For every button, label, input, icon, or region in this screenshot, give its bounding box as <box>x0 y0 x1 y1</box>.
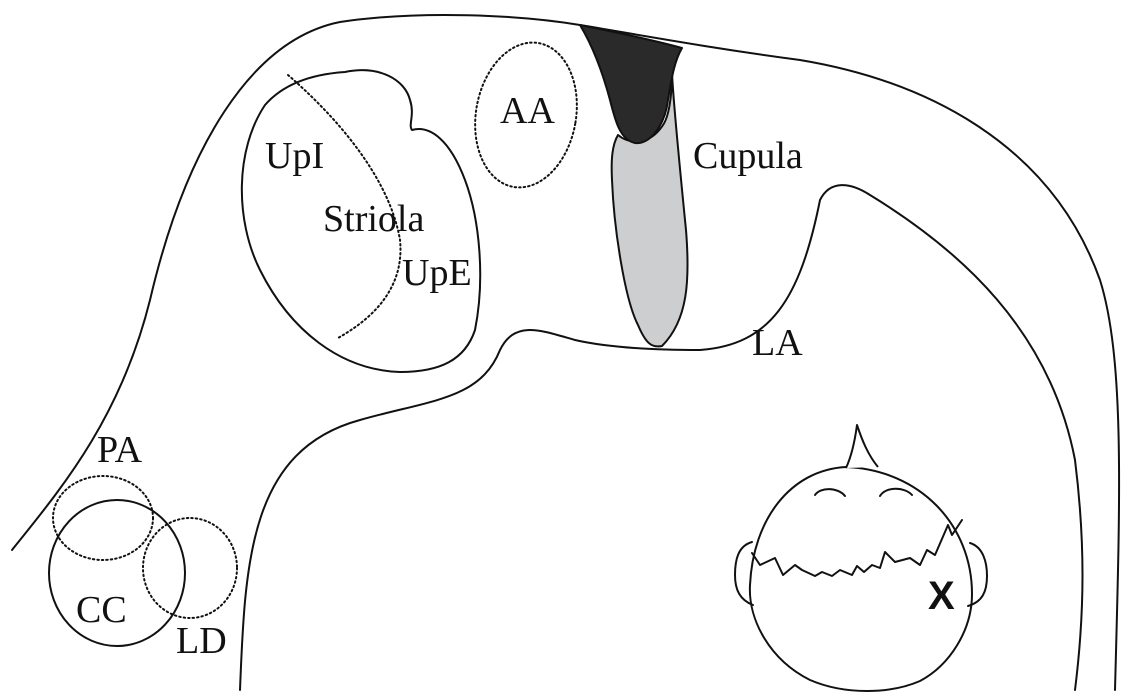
label-striola: Striola <box>323 198 424 240</box>
posterior-ampulla-outline <box>53 476 153 560</box>
lateral-duct-outline <box>143 518 237 618</box>
head-crest-icon <box>846 425 878 468</box>
head-teeth-line <box>752 520 962 576</box>
label-cc: CC <box>76 589 127 631</box>
label-upe: UpE <box>402 252 472 294</box>
label-upi: UpI <box>265 135 324 177</box>
label-la: LA <box>752 322 803 364</box>
label-cupula: Cupula <box>693 135 803 177</box>
head-eyebrow-right-icon <box>880 489 912 496</box>
label-ld: LD <box>176 620 227 662</box>
label-pa: PA <box>97 429 143 471</box>
label-aa: AA <box>500 90 555 132</box>
head-orientation-icon <box>735 425 987 691</box>
head-eyebrow-left-icon <box>815 489 845 496</box>
orientation-mark-x: X <box>928 574 955 618</box>
